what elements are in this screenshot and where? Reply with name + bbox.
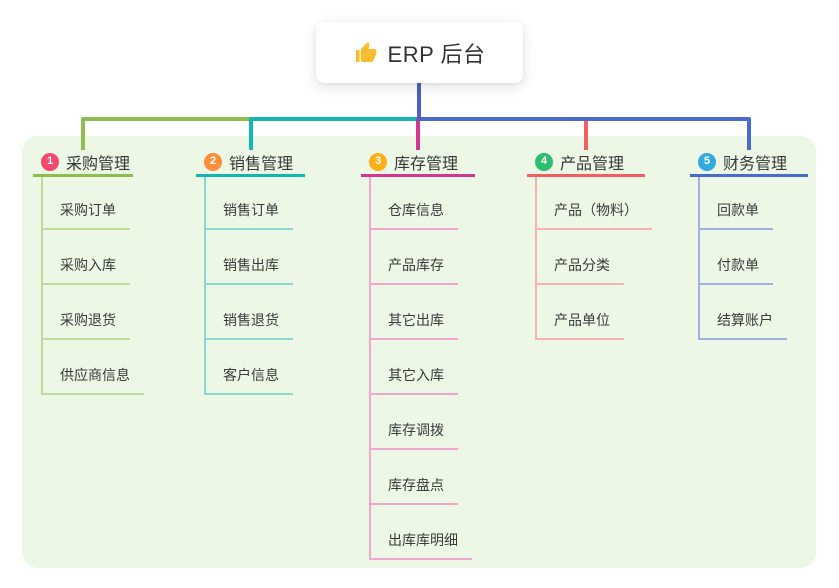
child-node[interactable]: 销售订单 [206, 177, 293, 230]
branch-1-number-badge: 1 [41, 152, 59, 171]
branch-2-header[interactable]: 2 销售管理 [196, 149, 305, 177]
branch-3: 3 库存管理仓库信息产品库存其它出库其它入库库存调拨库存盘点出库库明细 [361, 149, 475, 560]
branch-1: 1 采购管理采购订单采购入库采购退货供应商信息 [33, 149, 144, 395]
child-node[interactable]: 产品库存 [371, 230, 458, 285]
branch-5-header[interactable]: 5 财务管理 [690, 149, 808, 177]
child-node[interactable]: 结算账户 [700, 285, 787, 340]
child-node[interactable]: 客户信息 [206, 340, 293, 395]
branch-2-label: 销售管理 [229, 155, 294, 173]
child-node[interactable]: 销售出库 [206, 230, 293, 285]
branch-1-children: 采购订单采购入库采购退货供应商信息 [41, 177, 144, 395]
branch-4-label: 产品管理 [560, 155, 625, 173]
branch-1-header[interactable]: 1 采购管理 [33, 149, 133, 177]
child-node[interactable]: 回款单 [700, 177, 773, 230]
branch-4-children: 产品（物料）产品分类产品单位 [535, 177, 652, 340]
branch-4-header[interactable]: 4 产品管理 [527, 149, 645, 177]
child-node[interactable]: 产品单位 [537, 285, 624, 340]
child-node[interactable]: 销售退货 [206, 285, 293, 340]
child-node[interactable]: 出库库明细 [371, 505, 472, 560]
child-node[interactable]: 产品（物料） [537, 177, 652, 230]
child-node[interactable]: 采购订单 [43, 177, 130, 230]
thumbs-up-icon [354, 41, 378, 65]
branch-3-number-badge: 3 [369, 152, 387, 171]
branch-3-children: 仓库信息产品库存其它出库其它入库库存调拨库存盘点出库库明细 [369, 177, 475, 560]
child-node[interactable]: 采购入库 [43, 230, 130, 285]
branch-2-number-badge: 2 [204, 152, 222, 171]
branch-4-number-badge: 4 [535, 152, 553, 171]
child-node[interactable]: 仓库信息 [371, 177, 458, 230]
branch-2-children: 销售订单销售出库销售退货客户信息 [204, 177, 305, 395]
branches-background-panel [22, 136, 816, 568]
root-node-label: ERP 后台 [387, 41, 486, 67]
branch-5-label: 财务管理 [723, 155, 788, 173]
child-node[interactable]: 其它入库 [371, 340, 458, 395]
branch-3-header[interactable]: 3 库存管理 [361, 149, 475, 177]
child-node[interactable]: 付款单 [700, 230, 773, 285]
child-node[interactable]: 产品分类 [537, 230, 624, 285]
child-node[interactable]: 库存盘点 [371, 450, 458, 505]
child-node[interactable]: 库存调拨 [371, 395, 458, 450]
child-node[interactable]: 供应商信息 [43, 340, 144, 395]
branch-3-label: 库存管理 [394, 155, 459, 173]
child-node[interactable]: 其它出库 [371, 285, 458, 340]
branch-5: 5 财务管理回款单付款单结算账户 [690, 149, 808, 340]
branch-4: 4 产品管理产品（物料）产品分类产品单位 [527, 149, 652, 340]
child-node[interactable]: 采购退货 [43, 285, 130, 340]
root-node-erp[interactable]: ERP 后台 [316, 22, 523, 83]
branch-5-children: 回款单付款单结算账户 [698, 177, 808, 340]
branch-2: 2 销售管理销售订单销售出库销售退货客户信息 [196, 149, 305, 395]
branch-5-number-badge: 5 [698, 152, 716, 171]
branch-1-label: 采购管理 [66, 155, 131, 173]
